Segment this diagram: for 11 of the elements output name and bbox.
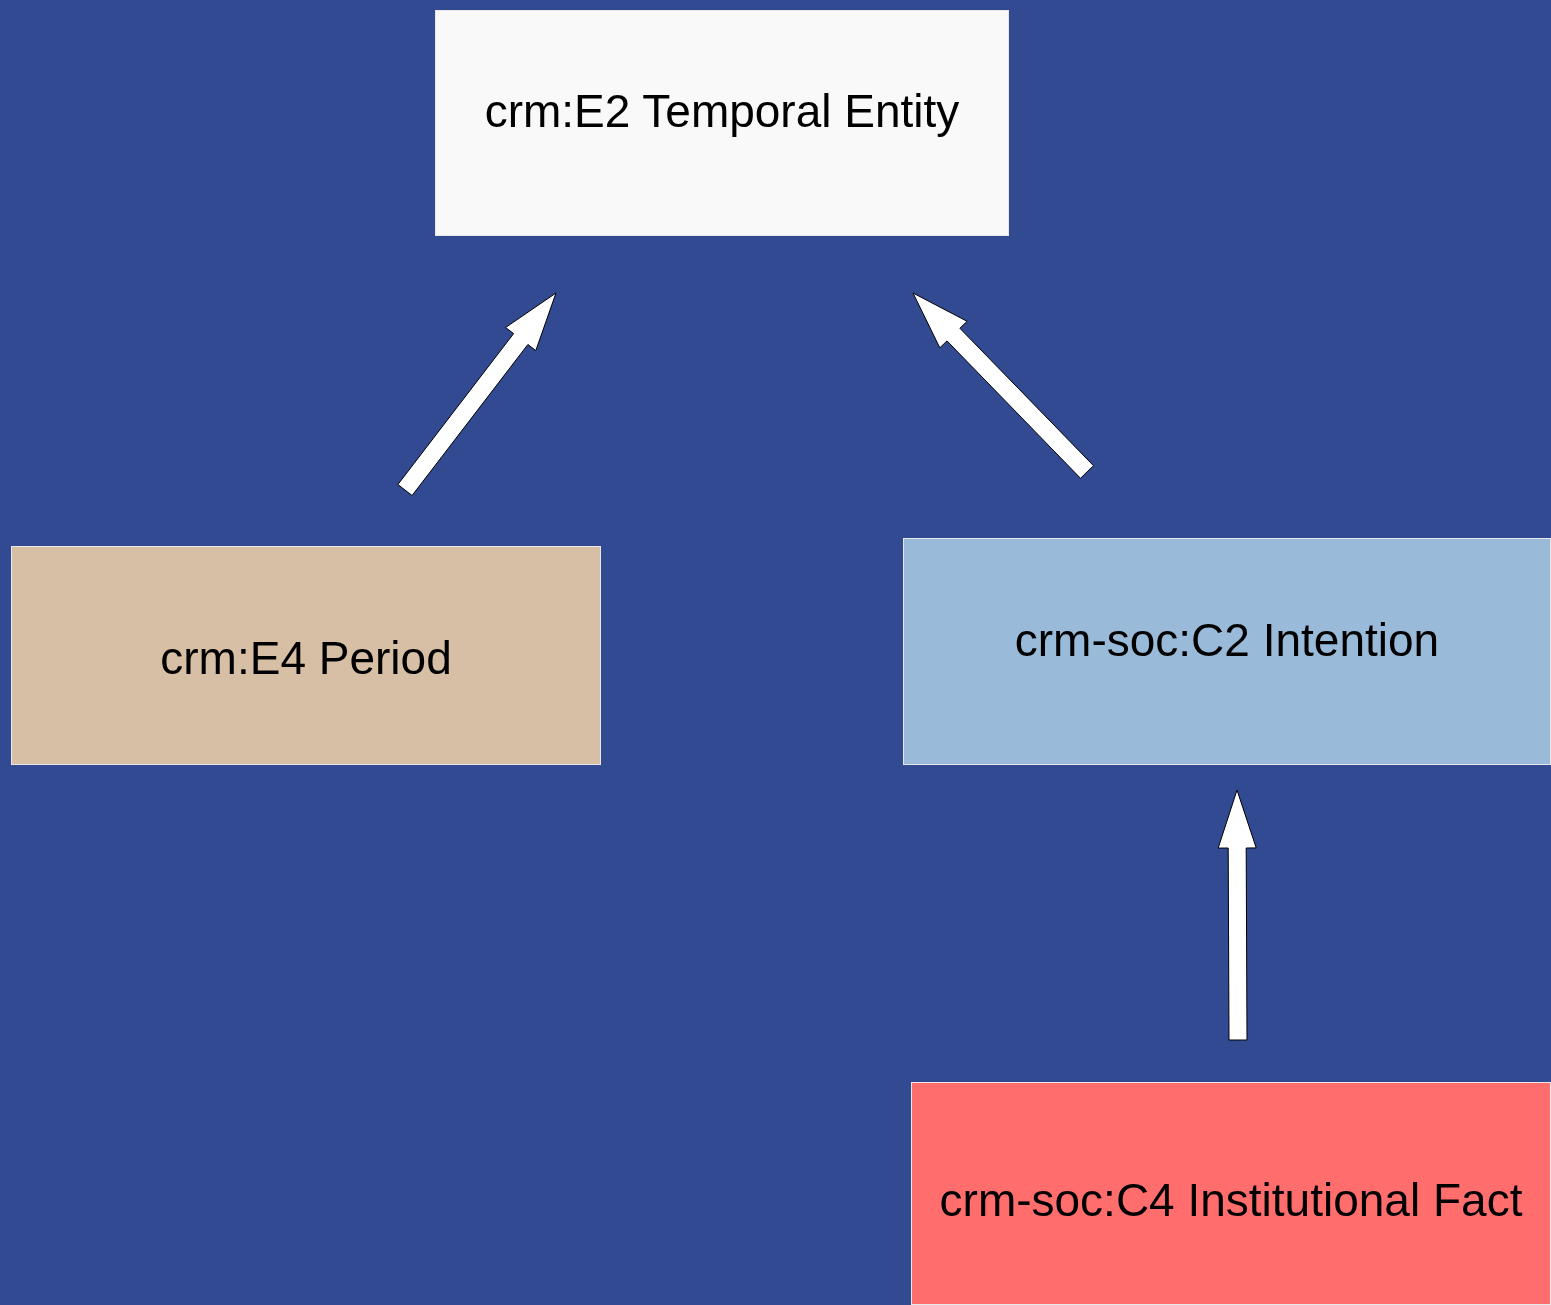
arrow [1217,789,1257,1041]
class-box [911,1082,1551,1305]
arrow [912,292,1094,479]
class-box [11,546,601,765]
class-box [435,10,1009,236]
class-label: crm:E2 Temporal Entity [484,84,960,138]
class-label: crm-soc:C4 Institutional Fact [939,1172,1523,1227]
class-label: crm-soc:C2 Intention [1014,612,1440,667]
class-label: crm:E4 Period [160,630,452,685]
arrow [397,292,557,496]
class-box [903,538,1551,765]
